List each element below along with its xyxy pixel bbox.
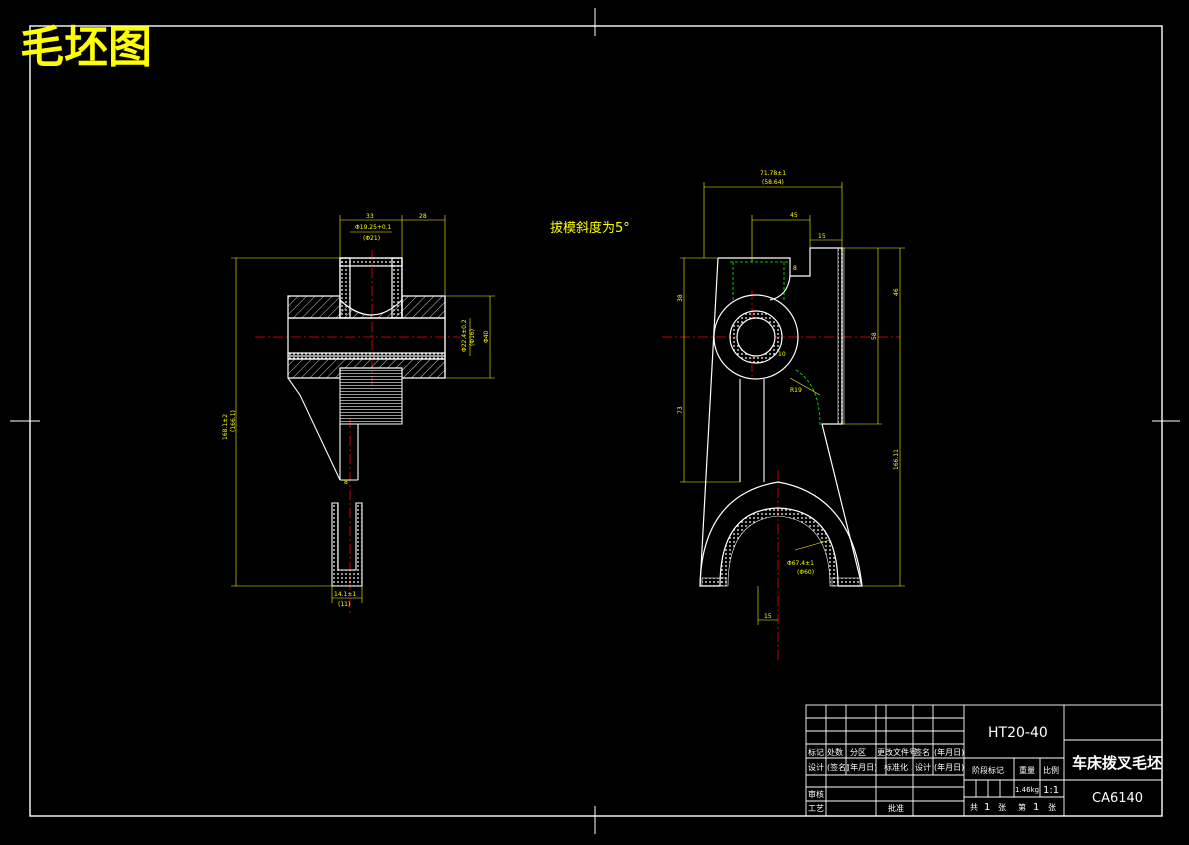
dim-bore-top: Φ19.25+0.1: [355, 224, 392, 231]
dim-arc-bore-sub: (Φ60): [797, 569, 814, 576]
tb-r1-c5: 签名: [914, 747, 930, 757]
left-view: 33 28 Φ19.25+0.1 (Φ21) 168.1±2 (166.1) Φ…: [222, 213, 495, 615]
tb-scale-label: 比例: [1043, 765, 1059, 775]
drawing-frame: [10, 8, 1180, 834]
dim-top-overall-sub: (58.64): [762, 179, 784, 186]
dim-bore-top-sub: (Φ21): [363, 235, 380, 242]
right-machining-lines: [730, 261, 821, 426]
right-hub: [713, 294, 799, 380]
tb-part-name: 车床拨叉毛坯: [1072, 754, 1162, 772]
right-arm: [739, 379, 765, 482]
right-dotted-surfaces: [701, 247, 861, 587]
tb-r2-c6: (年月日): [934, 762, 964, 772]
dim-top-overall: 71.78±1: [760, 170, 786, 177]
tb-scale: 1:1: [1043, 785, 1059, 796]
left-dimensions: [231, 215, 495, 603]
dim-step: 15: [818, 233, 826, 240]
tb-sheet-num: 1: [1033, 802, 1039, 813]
tb-r2-c4: 标准化: [884, 762, 908, 772]
right-view: 71.78±1 (58.64) 45 15 38 46 58 8 10 R19 …: [662, 170, 905, 660]
tb-r2-c5: 设计: [915, 762, 931, 772]
left-top-boss: [339, 257, 403, 319]
left-hub: [287, 295, 446, 379]
tb-weight: 1.46kg: [1015, 786, 1039, 794]
dim-right-upper: 46: [893, 288, 900, 296]
dim-bottom-offset: 15: [764, 613, 772, 620]
tb-review: 审核: [808, 789, 824, 799]
dim-arc-bore: Φ67.4±1: [787, 560, 814, 567]
dim-right-mid: 58: [871, 332, 878, 340]
tb-total-prefix: 共: [970, 803, 978, 812]
dim-left-lower: 73: [677, 406, 684, 414]
tb-total-suffix: 张: [998, 803, 1006, 812]
right-dim-texts: 71.78±1 (58.64) 45 15 38 46 58 8 10 R19 …: [677, 170, 900, 620]
dim-top-inner: 45: [790, 212, 798, 219]
tb-approve: 批准: [888, 803, 904, 813]
dim-left-upper: 38: [677, 294, 684, 302]
dim-bottom-width-sub: (11): [338, 601, 350, 608]
tb-r1-c3: 分区: [850, 748, 866, 757]
dim-radius: R19: [790, 387, 802, 394]
dim-top-right: 28: [419, 213, 427, 220]
tb-total-num: 1: [984, 802, 990, 813]
right-dimensions: [680, 182, 905, 625]
dim-bore-right: Φ22.4±0.2: [461, 319, 468, 352]
tb-r1-c6: (年月日): [934, 747, 964, 757]
title-block: 标记 处数 分区 更改文件号 签名 (年月日) 设计 (签名) (年月日) 标准…: [805, 704, 1163, 817]
sheet-title: 毛坯图: [20, 22, 152, 73]
tb-r2-c2: (签名): [827, 762, 849, 772]
tb-sheet-suffix: 张: [1048, 803, 1056, 812]
tb-r1-c4: 更改文件号: [877, 747, 917, 757]
tb-sheet-prefix: 第: [1018, 802, 1026, 812]
tb-stage-label: 阶段标记: [972, 765, 1004, 775]
draft-angle-note: 拔模斜度为5°: [550, 220, 630, 236]
tb-r2-c3: (年月日): [847, 762, 877, 772]
dim-right-lower: 166.11: [893, 449, 900, 470]
dim-right-height: Φ40: [483, 330, 490, 343]
dim-overall-height: 168.1±2: [222, 414, 229, 440]
left-fork-end: [331, 502, 363, 587]
tb-process: 工艺: [808, 804, 824, 813]
dim-bore-right-sub: (Φ16): [469, 329, 476, 346]
tb-material: HT20-40: [988, 725, 1048, 741]
dim-overall-height-sub: (166.1): [230, 410, 237, 432]
left-dim-texts: 33 28 Φ19.25+0.1 (Φ21) 168.1±2 (166.1) Φ…: [222, 213, 490, 608]
tb-r2-c1: 设计: [808, 762, 824, 772]
dim-small-a: 8: [793, 265, 797, 272]
left-arm: [287, 377, 359, 481]
tb-r1-c1: 标记: [808, 747, 824, 757]
tb-r1-c2: 处数: [827, 747, 843, 757]
dim-fork-mid: 8: [344, 479, 348, 486]
dim-top-width: 33: [366, 213, 374, 220]
left-knurl-block: [339, 367, 403, 425]
tb-weight-label: 重量: [1019, 765, 1035, 775]
dim-small-b: 10: [778, 351, 786, 358]
dim-bottom-width: 14.1±1: [334, 591, 356, 598]
tb-drawing-no: CA6140: [1092, 791, 1143, 806]
